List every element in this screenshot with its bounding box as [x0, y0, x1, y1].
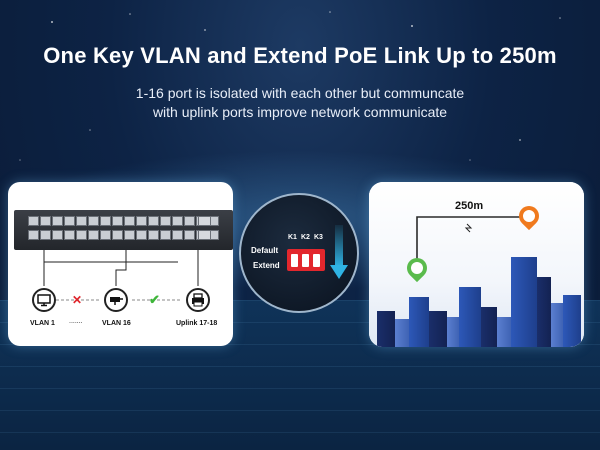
distance-diagram-card: 250m: [369, 182, 584, 347]
dip-switch-k2[interactable]: [302, 254, 309, 267]
vlan-diagram-card: ✕ ✔ VLAN 1 ....... VLAN 16 Uplink 17-18: [8, 182, 233, 346]
building: [459, 287, 481, 347]
down-arrow-icon: [330, 225, 348, 279]
printer-icon: [186, 288, 210, 312]
building: [409, 297, 429, 347]
distance-label: 250m: [455, 200, 484, 212]
dip-switch-closeup: K1 K2 K3 Default Extend: [239, 193, 359, 313]
port-row-bottom: [28, 230, 224, 240]
check-icon: ✔: [149, 292, 160, 307]
dip-switch-k3[interactable]: [313, 254, 320, 267]
building: [497, 317, 511, 347]
label-dots: .......: [69, 318, 83, 325]
block-x-icon: ✕: [72, 293, 83, 307]
label-vlan16: VLAN 16: [102, 320, 131, 327]
building: [447, 317, 459, 347]
building: [551, 303, 563, 347]
dip-default-label: Default: [251, 246, 279, 255]
building: [511, 257, 537, 347]
label-uplink: Uplink 17-18: [176, 320, 218, 327]
vlan-connection-lines: [43, 250, 199, 301]
dip-extend-label: Extend: [253, 261, 280, 270]
subtitle-line-2: with uplink ports improve network commun…: [152, 104, 448, 120]
building: [395, 319, 409, 347]
building: [481, 307, 497, 347]
dip-header-k3: K3: [314, 234, 323, 241]
subtitle-line-1: 1-16 port is isolated with each other bu…: [135, 85, 465, 101]
star-field: [19, 11, 561, 161]
building: [429, 311, 447, 347]
page-subtitle: 1-16 port is isolated with each other bu…: [0, 84, 600, 122]
dip-switch-block[interactable]: [287, 249, 325, 271]
building: [537, 277, 551, 347]
dip-header-k1: K1: [288, 234, 297, 241]
label-vlan1: VLAN 1: [30, 320, 55, 327]
switch-front-panel: [14, 210, 233, 250]
monitor-icon: [32, 288, 56, 312]
building: [377, 311, 395, 347]
dip-switch-k1[interactable]: [291, 254, 298, 267]
dip-header-k2: K2: [301, 234, 310, 241]
building: [563, 295, 581, 347]
camera-icon: [104, 288, 128, 312]
link-line: [416, 216, 527, 262]
page-title: One Key VLAN and Extend PoE Link Up to 2…: [43, 43, 557, 68]
uplink-ports: [198, 216, 211, 240]
